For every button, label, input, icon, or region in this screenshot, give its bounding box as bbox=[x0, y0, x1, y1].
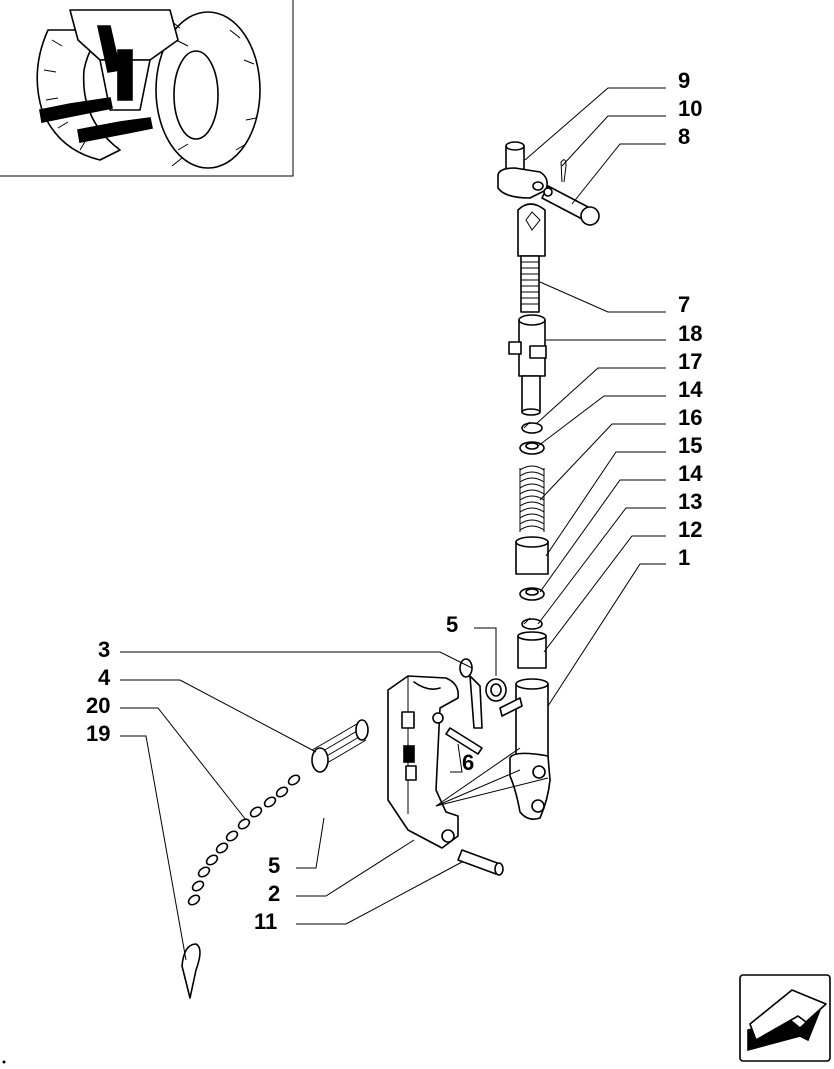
callout-15: 15 bbox=[678, 433, 702, 458]
part-1-lower-link-body bbox=[499, 678, 551, 820]
part-10-r-clip bbox=[560, 159, 567, 183]
part-18-sleeve bbox=[508, 314, 547, 416]
part-7-threaded-rod bbox=[517, 203, 546, 313]
part-15-bush bbox=[515, 536, 549, 575]
callout-labels: 9 10 8 7 18 17 14 16 15 14 13 12 1 5 3 4… bbox=[86, 68, 703, 934]
callout-17: 17 bbox=[678, 349, 702, 374]
callout-19: 19 bbox=[86, 721, 110, 746]
part-13-circlip bbox=[521, 617, 543, 630]
callout-13: 13 bbox=[678, 489, 702, 514]
part-2-bracket bbox=[387, 675, 460, 849]
callout-11: 11 bbox=[254, 909, 277, 934]
leader-lines bbox=[120, 87, 666, 961]
callout-20: 20 bbox=[86, 693, 110, 718]
callout-6: 6 bbox=[462, 750, 474, 775]
callout-9: 9 bbox=[678, 68, 690, 93]
part-14-washer-lower bbox=[519, 587, 545, 601]
tractor-inset-thumbnail bbox=[0, 0, 294, 177]
callout-3: 3 bbox=[98, 637, 110, 662]
page-mark bbox=[2, 1060, 6, 1064]
callout-12: 12 bbox=[678, 517, 702, 542]
part-12-bush bbox=[517, 631, 547, 669]
callout-10: 10 bbox=[678, 96, 702, 121]
next-page-arrow-icon[interactable] bbox=[739, 974, 831, 1062]
callout-2: 2 bbox=[268, 881, 280, 906]
callout-1: 1 bbox=[678, 545, 690, 570]
callout-18: 18 bbox=[678, 321, 702, 346]
callout-16: 16 bbox=[678, 405, 702, 430]
part-17-circlip bbox=[521, 421, 543, 434]
callout-5-upper: 5 bbox=[446, 612, 458, 637]
callout-7: 7 bbox=[678, 292, 690, 317]
callout-14-lower: 14 bbox=[678, 461, 703, 486]
part-8-pin bbox=[541, 185, 600, 226]
part-5-ring bbox=[485, 678, 507, 702]
callout-5-lower: 5 bbox=[268, 853, 280, 878]
part-3-lynch-pin bbox=[459, 658, 483, 729]
callout-4: 4 bbox=[98, 665, 111, 690]
callout-14-upper: 14 bbox=[678, 377, 703, 402]
part-9-top-clevis bbox=[497, 141, 548, 199]
part-11-pin bbox=[457, 849, 504, 876]
part-16-spring bbox=[519, 465, 545, 532]
part-6-pin bbox=[445, 727, 483, 755]
part-4-spring bbox=[311, 719, 369, 773]
callout-8: 8 bbox=[678, 124, 690, 149]
part-20-chain bbox=[187, 774, 301, 906]
part-14-washer-upper bbox=[519, 441, 545, 455]
